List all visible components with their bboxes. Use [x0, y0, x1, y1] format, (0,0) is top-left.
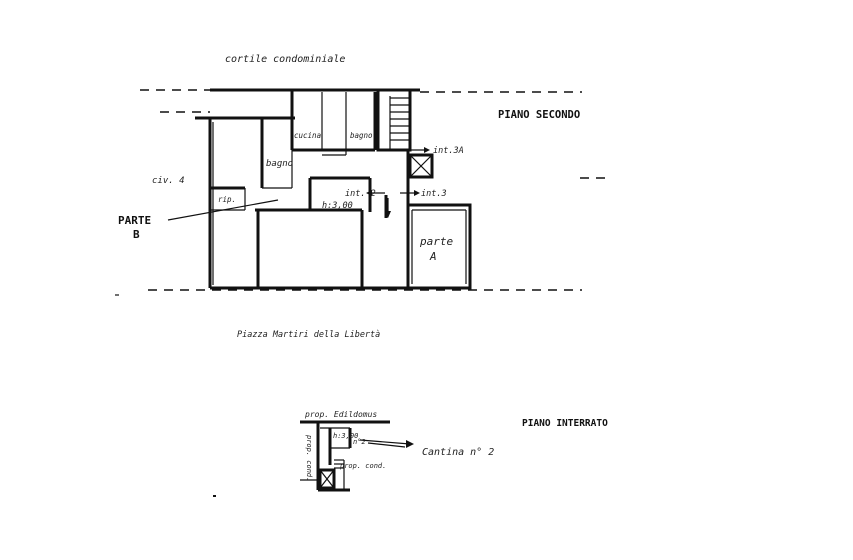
parte-a-label-line1: parte — [419, 235, 453, 248]
basement-height-label: h:3,00 — [333, 432, 358, 440]
condominium-property-label: prop. cond. — [340, 462, 386, 470]
owner-vertical-label: prop. cond. — [305, 435, 313, 481]
ceiling-height-label: h:3,00 — [322, 201, 353, 211]
bathroom-right-label: bagno — [350, 131, 373, 140]
square-name-label: Piazza Martiri della Libertà — [237, 330, 380, 340]
second-floor-title: PIANO SECONDO — [498, 109, 580, 121]
stair-treads — [389, 96, 410, 150]
int-3a-label: int.3A — [433, 146, 464, 156]
storage-closet-label: rip. — [218, 195, 236, 204]
int-2-label: int. 2 — [345, 189, 376, 199]
courtyard-label: cortile condominiale — [225, 54, 345, 65]
kitchen-label: cucina — [294, 131, 321, 140]
direction-arrows — [115, 147, 430, 296]
civic-number-label: civ. 4 — [152, 176, 185, 186]
main-floor-walls — [195, 88, 472, 290]
cellar-label: Cantina n° 2 — [422, 447, 494, 458]
int-3-label: int.3 — [421, 189, 447, 199]
basement-title: PIANO INTERRATO — [522, 418, 608, 429]
parte-a-label-line2: A — [429, 250, 437, 263]
parte-b-label-line1: PARTE — [118, 214, 151, 227]
parte-b-label-line2: B — [133, 228, 140, 241]
stray-mark — [213, 495, 216, 497]
edildomus-label: prop. Edildomus — [304, 410, 377, 419]
cellar-number-label: n°2 — [353, 438, 366, 446]
property-boundary-lines — [140, 89, 606, 291]
bathroom-left-label: bagno — [266, 159, 293, 169]
basement-arrows — [359, 439, 414, 448]
basement-walls — [300, 420, 390, 492]
